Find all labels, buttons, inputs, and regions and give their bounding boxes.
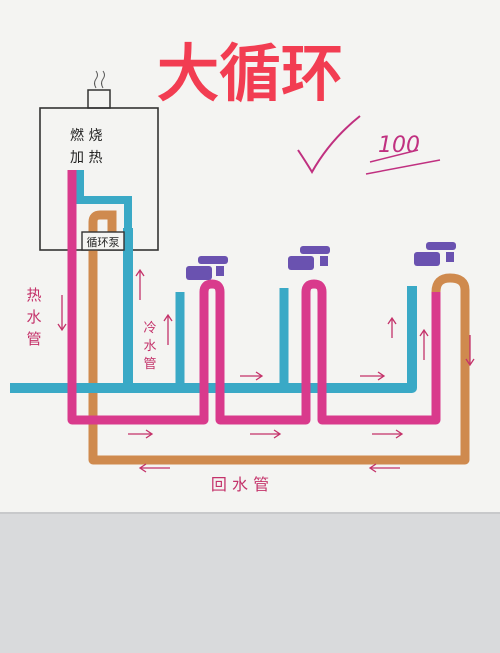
score-underline-1 [369,149,419,163]
arrow-cold-right-2-icon [360,371,386,381]
cold-pipe-label-1: 冷 [143,321,156,336]
cold-into-heater [76,170,132,228]
arrow-hot-down-icon [57,295,67,332]
score-underline-2 [365,159,441,175]
arrow-branch-up-icon [163,313,173,345]
faucet-2-icon [288,246,330,270]
return-pipe-into-pump [88,210,117,250]
cold-pipe-label-2: 水 [143,339,156,354]
hot-pipe-label-3: 管 [26,330,41,348]
hot-pipe-label-2: 水 [26,308,41,326]
score-text: 100 [378,133,420,158]
arrow-cold-right-1-icon [240,371,264,381]
heater-label-line1: 燃 烧 [70,127,102,144]
return-pipe-label: 回 水 管 [211,475,269,494]
cold-water-main [10,286,417,393]
heater-label-line2: 加 热 [70,150,102,166]
hot-pipe-label-1: 热 [26,286,41,304]
pump-label: 循环泵 [87,236,120,249]
arrow-return-left-2-icon [138,463,170,473]
arrow-hot-up-icon [419,328,429,360]
arrow-hot-right-3-icon [372,429,404,439]
arrow-hot-right-2-icon [250,429,282,439]
return-pipe [88,250,470,465]
arrow-return-left-1-icon [368,463,400,473]
check-mark-icon [297,115,361,174]
flow-arrows [57,268,475,473]
arrow-hot-right-1-icon [128,429,154,439]
diagram-title: 大循环 [157,37,343,110]
cold-pipe-label-3: 管 [143,357,156,372]
arrow-cold-up-icon [135,268,145,300]
faucet-3-icon [414,242,456,266]
hot-water-loop [67,170,441,425]
steam-icon [94,70,105,89]
circulation-pump [81,231,125,251]
arrow-cold-up-2-icon [387,316,397,338]
faucet-1-icon [186,256,228,280]
arrow-return-down-icon [465,335,475,367]
